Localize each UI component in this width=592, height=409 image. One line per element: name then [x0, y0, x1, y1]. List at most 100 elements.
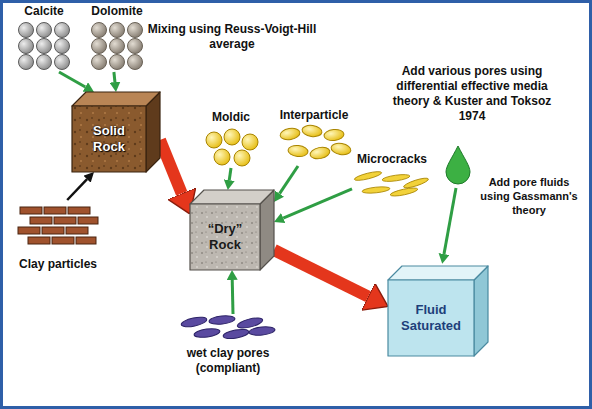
clay-brick — [20, 207, 42, 214]
moldic-pores — [206, 129, 258, 166]
cube-top — [388, 266, 488, 280]
mineral-label: Dolomite — [91, 4, 142, 19]
interparticle-pore — [309, 146, 331, 161]
dolomite-grain — [110, 55, 125, 70]
cube-face: Solid Rock — [72, 106, 146, 172]
mineral-group: Calcite — [14, 4, 74, 72]
process-arrow — [160, 140, 182, 194]
microcrack-pores — [354, 170, 429, 198]
calcite-grains — [19, 23, 70, 70]
calcite-grain — [19, 23, 34, 38]
cube-face: “Dry” Rock — [190, 204, 260, 270]
interparticle-pore — [287, 144, 308, 157]
wet-clay-pore — [209, 315, 236, 326]
clay-label: Clay particles — [19, 257, 97, 272]
microcrack — [382, 173, 411, 182]
clay-brick — [76, 237, 96, 244]
calcite-grain — [55, 55, 70, 70]
annotation-note: Add various pores using differential eff… — [388, 64, 556, 124]
process-arrow — [274, 250, 368, 297]
wet-clay-pore — [194, 327, 221, 339]
pore-type: Moldic — [200, 110, 262, 168]
moldic-pore — [234, 150, 250, 166]
mineral-label: Calcite — [24, 4, 63, 19]
fluid-arrow — [444, 188, 456, 254]
clay-bricks — [18, 207, 98, 244]
rock-label: “Dry” Rock — [198, 221, 252, 252]
clay-brick — [66, 227, 88, 234]
rock-cube: Fluid Saturated — [388, 266, 488, 356]
annotation-note: Add pore fluids using Gassmann's theory — [476, 176, 582, 217]
input-arrow — [67, 179, 87, 200]
pore-type: Interparticle — [274, 108, 354, 166]
wet-clay-pore — [249, 326, 276, 337]
cube-top — [190, 190, 274, 204]
cube-front — [72, 106, 146, 172]
dolomite-grain — [128, 23, 143, 38]
dolomite-grain — [128, 39, 143, 54]
annotation-note: Mixing using Reuss-Voigt-Hill average — [146, 22, 318, 52]
clay-brick — [68, 207, 90, 214]
fluid-drop — [446, 146, 470, 184]
rock-cube: Solid Rock — [72, 92, 160, 172]
rock-cube: “Dry” Rock — [190, 190, 274, 270]
cube-face: Fluid Saturated — [388, 280, 474, 356]
calcite-grain — [19, 55, 34, 70]
calcite-grain — [37, 55, 52, 70]
microcrack — [390, 186, 419, 197]
calcite-grain — [55, 39, 70, 54]
dolomite-grains — [92, 23, 143, 70]
input-arrow — [229, 168, 231, 180]
interparticle-pore — [279, 127, 301, 141]
pore-type: wet clay pores (compliant) — [178, 314, 278, 376]
dolomite-grain — [110, 39, 125, 54]
pore-type: Microcracks — [352, 152, 432, 198]
dolomite-grain — [92, 23, 107, 38]
clay-brick — [18, 227, 40, 234]
wet-clay-pores — [180, 315, 275, 341]
clay-brick — [52, 237, 74, 244]
clay-brick — [30, 217, 52, 224]
pore-label: Moldic — [212, 110, 250, 125]
pore-label: Interparticle — [280, 108, 349, 123]
microcrack — [354, 170, 383, 182]
interparticle-pore — [323, 128, 344, 141]
dolomite-grain — [110, 23, 125, 38]
calcite-grain — [55, 23, 70, 38]
input-arrow — [59, 72, 85, 87]
calcite-grain — [37, 39, 52, 54]
cube-front — [190, 204, 260, 270]
wet-clay-pore — [223, 328, 250, 340]
pore-label: Microcracks — [357, 152, 427, 167]
dolomite-grain — [128, 55, 143, 70]
moldic-pore — [242, 134, 258, 150]
wet-clay-pore — [180, 315, 207, 328]
rock-label: Solid Rock — [82, 123, 136, 154]
cube-front — [388, 280, 474, 356]
interparticle-pores — [279, 124, 352, 160]
rock-label: Fluid Saturated — [393, 302, 469, 333]
calcite-grain — [37, 23, 52, 38]
input-arrow — [114, 72, 115, 82]
pore-label: wet clay pores (compliant) — [180, 346, 276, 376]
calcite-grain — [19, 39, 34, 54]
input-arrow — [283, 189, 352, 218]
dolomite-grain — [92, 39, 107, 54]
clay-brick — [44, 207, 66, 214]
input-arrow — [280, 166, 298, 194]
moldic-pore — [214, 149, 230, 165]
interparticle-pore — [301, 124, 322, 138]
cube-side — [474, 266, 488, 356]
dolomite-grain — [92, 55, 107, 70]
clay-group: Clay particles — [12, 200, 104, 272]
input-arrow — [231, 280, 235, 314]
moldic-pore — [224, 129, 240, 145]
clay-brick — [28, 237, 50, 244]
clay-brick — [42, 227, 64, 234]
clay-brick — [54, 217, 76, 224]
connector-group — [59, 72, 368, 314]
